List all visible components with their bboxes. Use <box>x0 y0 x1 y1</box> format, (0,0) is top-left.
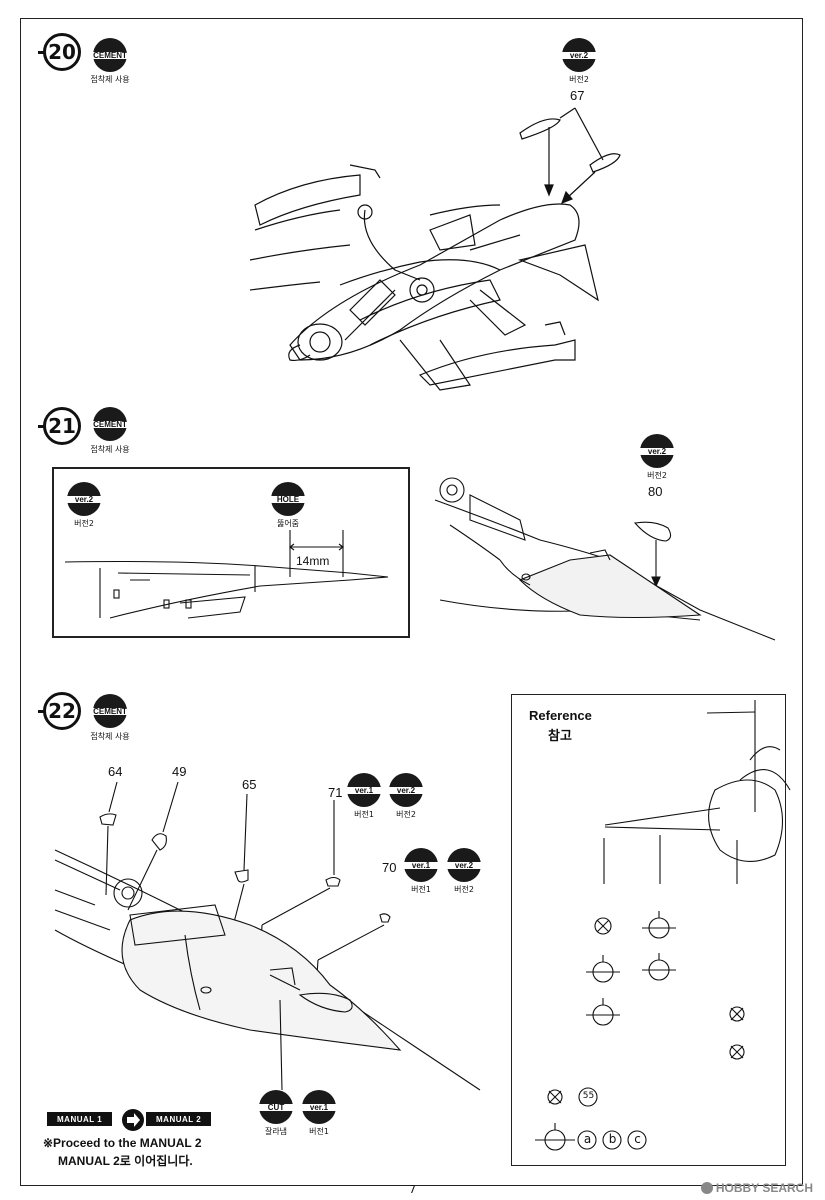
proceed-note-en: ※Proceed to the MANUAL 2 <box>43 1136 202 1150</box>
step-number-21: 21 <box>38 407 81 445</box>
cement-caption: 접착제 사용 <box>90 445 130 454</box>
step-number-20: 20 <box>38 33 81 71</box>
ver2-icon: ver.2 <box>67 482 101 516</box>
reference-letter-b: b <box>608 1132 617 1146</box>
part-number-67: 67 <box>570 88 585 103</box>
ver1-caption: 버전1 <box>354 810 374 819</box>
part-number-49: 49 <box>172 764 187 779</box>
part-number-64: 64 <box>108 764 123 779</box>
manual-2-tag: MANUAL 2 <box>146 1112 212 1126</box>
reference-title: Reference <box>529 708 592 723</box>
ver1-icon: ver.1 <box>347 773 381 807</box>
ver2-caption: 버전2 <box>647 471 667 480</box>
cut-icon: CUT <box>259 1090 293 1124</box>
cement-caption: 접착제 사용 <box>90 732 130 741</box>
arrow-right-icon <box>122 1109 144 1131</box>
reference-part-55: 55 <box>582 1091 595 1101</box>
page-number: 7 <box>409 1183 416 1196</box>
hole-icon: HOLE <box>271 482 305 516</box>
ver2-caption: 버전2 <box>396 810 416 819</box>
ver2-icon: ver.2 <box>640 434 674 468</box>
ver2-icon: ver.2 <box>447 848 481 882</box>
ver1-icon: ver.1 <box>302 1090 336 1124</box>
watermark: HOBBY SEARCH <box>700 1181 813 1195</box>
ver1-caption: 버전1 <box>309 1127 329 1136</box>
part-number-65: 65 <box>242 777 257 792</box>
ver1-icon: ver.1 <box>404 848 438 882</box>
reference-letter-c: c <box>634 1132 641 1146</box>
dimension-label: 14mm <box>296 554 330 568</box>
reference-box <box>511 694 786 1166</box>
cement-icon: CEMENT <box>93 38 127 72</box>
step20-aircraft-illustration <box>249 107 621 391</box>
ver2-caption: 버전2 <box>454 885 474 894</box>
cut-caption: 잘라냄 <box>264 1127 288 1136</box>
part-number-70: 70 <box>382 860 397 875</box>
step-number-22: 22 <box>38 692 81 730</box>
part-number-71: 71 <box>328 785 343 800</box>
reference-letter-a: a <box>583 1132 592 1146</box>
cement-icon: CEMENT <box>93 407 127 441</box>
proceed-note-ko: MANUAL 2로 이어집니다. <box>58 1154 193 1168</box>
cement-icon: CEMENT <box>93 694 127 728</box>
manual-1-tag: MANUAL 1 <box>47 1112 113 1126</box>
step21-nose-illustration <box>434 477 776 641</box>
cement-caption: 접착제 사용 <box>90 75 130 84</box>
hole-detail-illustration <box>64 530 389 619</box>
part-number-80: 80 <box>648 484 663 499</box>
hobbysearch-logo-icon <box>700 1182 713 1194</box>
ver1-caption: 버전1 <box>411 885 431 894</box>
reference-marks <box>535 911 745 1151</box>
ver2-icon: ver.2 <box>562 38 596 72</box>
hole-detail-box <box>52 467 410 638</box>
hole-caption: 뚫어줌 <box>276 519 300 528</box>
page-frame <box>20 18 803 1186</box>
ver2-icon: ver.2 <box>389 773 423 807</box>
ver2-caption: 버전2 <box>569 75 589 84</box>
ver2-caption: 버전2 <box>74 519 94 528</box>
reference-title-ko: 참고 <box>548 728 572 743</box>
